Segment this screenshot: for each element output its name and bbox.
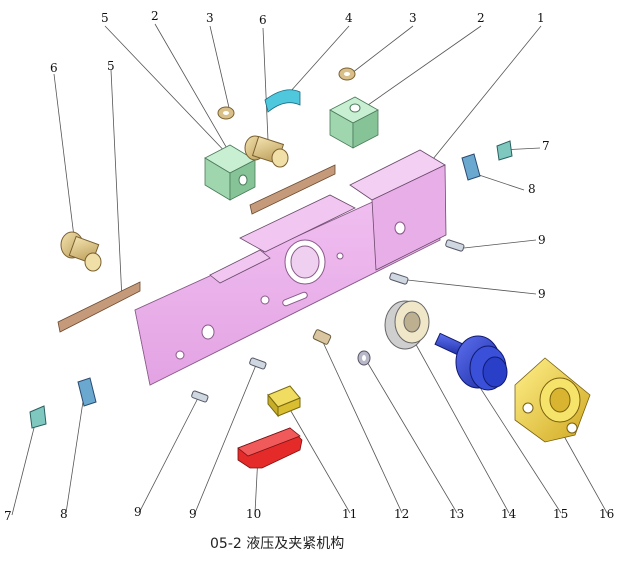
part-number-labels: 1 2 2 3 3 4 5 5 6 6 7 7 8 8 9 9 9 9 10 1… xyxy=(4,9,614,523)
nut-part-3 xyxy=(217,67,356,120)
fitting-part-12 xyxy=(312,329,332,345)
bushing-part-6 xyxy=(60,135,289,272)
label-4: 4 xyxy=(345,11,353,25)
label-7: 7 xyxy=(542,139,550,153)
label-6: 6 xyxy=(259,13,267,27)
label-10: 10 xyxy=(246,507,261,521)
label-15: 15 xyxy=(553,507,568,521)
label-9: 9 xyxy=(189,507,197,521)
disc-part-14 xyxy=(384,300,430,350)
label-12: 12 xyxy=(394,507,409,521)
small-plate-part-7 xyxy=(29,140,513,429)
bracket-part-4 xyxy=(264,89,301,113)
red-clamp-part-10 xyxy=(237,427,303,469)
label-8: 8 xyxy=(60,507,68,521)
bracket-plate-part-8 xyxy=(77,153,481,407)
flat-bar-part-5 xyxy=(57,164,336,333)
label-2: 2 xyxy=(151,9,159,23)
label-9: 9 xyxy=(134,505,142,519)
leader-lines xyxy=(11,23,608,516)
label-5: 5 xyxy=(101,11,109,25)
label-13: 13 xyxy=(449,507,464,521)
label-14: 14 xyxy=(501,507,517,521)
label-7: 7 xyxy=(4,509,12,523)
label-2: 2 xyxy=(477,11,485,25)
label-11: 11 xyxy=(342,507,357,521)
housing-part-16 xyxy=(514,357,591,443)
label-9: 9 xyxy=(538,287,546,301)
label-3: 3 xyxy=(409,11,417,25)
screw-part-9 xyxy=(191,239,465,403)
green-block-part-2 xyxy=(204,96,379,201)
piston-part-15 xyxy=(434,332,508,391)
washer-part-13 xyxy=(357,350,371,366)
label-1: 1 xyxy=(537,11,545,25)
figure-caption: 05-2 液压及夹紧机构 xyxy=(210,536,344,552)
label-6: 6 xyxy=(50,61,58,75)
label-9: 9 xyxy=(538,233,546,247)
yellow-block-part-11 xyxy=(267,385,301,418)
label-3: 3 xyxy=(206,11,214,25)
label-5: 5 xyxy=(107,59,115,73)
main-body-part-1 xyxy=(134,149,447,386)
label-8: 8 xyxy=(528,182,536,196)
label-16: 16 xyxy=(599,507,614,521)
